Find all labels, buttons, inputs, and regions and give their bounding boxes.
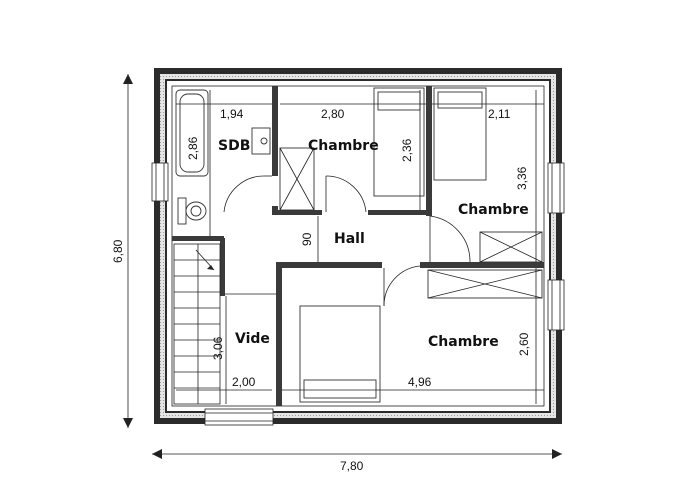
room-label-chambre-1: Chambre [308,138,379,154]
overall-dimension-lines [123,74,562,459]
room-label-chambre-2: Chambre [458,202,529,218]
dim-chambre2-width: 2,11 [488,107,511,121]
dim-chambre3-width: 4,96 [408,375,432,389]
dim-chambre1-width: 2,80 [321,107,345,121]
dim-stair-height: 3,06 [211,336,225,360]
dimension-lines [176,90,544,404]
windows [151,162,565,426]
dim-overall-width: 7,80 [340,459,364,473]
room-label-hall: Hall [334,231,365,247]
room-label-sdb: SDB [218,138,250,154]
interior-walls [172,86,544,406]
room-label-chambre-3: Chambre [428,334,499,350]
doors [223,175,471,307]
dim-overall-height: 6,80 [111,239,125,263]
dim-chambre2-height: 3,36 [515,166,529,190]
dim-sdb-width: 1,94 [220,107,244,121]
dimension-labels: 1,94 2,80 2,11 2,86 2,36 3,36 90 3,06 2,… [111,107,531,473]
room-labels: SDB Chambre Chambre Hall Vide Chambre [218,138,529,350]
outer-walls [154,68,562,424]
dim-chambre1-height: 2,36 [400,138,414,162]
room-label-vide: Vide [235,331,270,347]
fixtures [173,87,543,405]
dim-chambre3-height: 2,60 [517,332,531,356]
dim-sdb-height: 2,86 [186,136,200,160]
dim-hall-width: 90 [300,232,314,246]
dim-stair-width: 2,00 [232,375,256,389]
staircase [173,243,221,405]
